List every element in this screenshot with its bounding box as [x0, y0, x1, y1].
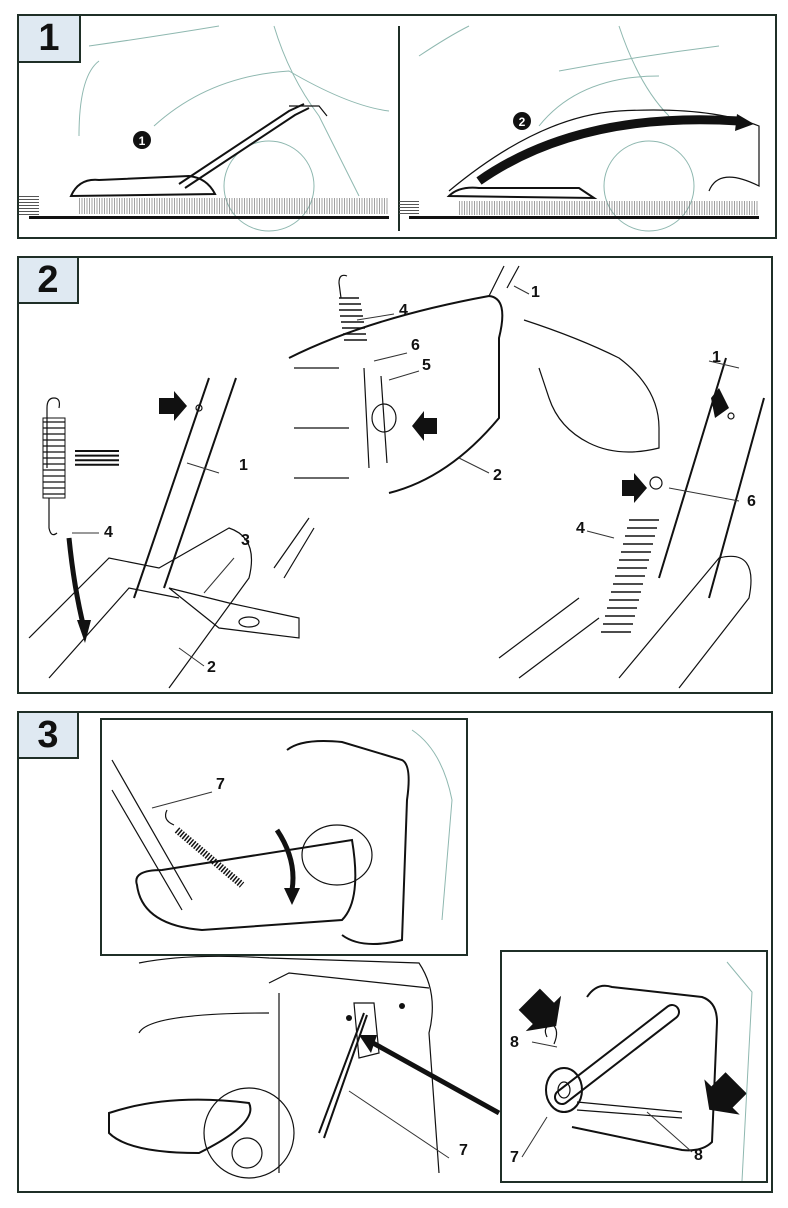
mounting-plate — [135, 838, 357, 932]
tractor-ghost-outline-2 — [418, 25, 720, 127]
callout-4-middle: 4 — [399, 302, 408, 319]
callout-2-middle: 2 — [493, 467, 502, 484]
spring-7 — [174, 827, 245, 888]
rod-7 — [318, 1012, 368, 1139]
handle-tube-left — [133, 377, 237, 599]
pin-5 — [363, 367, 388, 469]
callout-2-left: 2 — [207, 659, 216, 676]
handle-tube-middle — [488, 265, 520, 297]
step-2-label: 2 — [17, 256, 79, 304]
push-arrow-middle — [412, 411, 437, 441]
callout-7-inset-top: 7 — [216, 776, 225, 793]
subfigure-1-marker — [133, 131, 151, 149]
step-3-panel: 3 7 7 — [17, 711, 773, 1193]
callout-4-left: 4 — [104, 524, 113, 541]
push-arrow-left — [159, 391, 187, 421]
rear-wheel — [203, 1087, 295, 1179]
callout-3-left: 3 — [241, 532, 250, 549]
clippings-chute — [448, 109, 760, 192]
wood-board — [273, 517, 315, 579]
mower-grip — [289, 105, 328, 117]
spring-left — [42, 397, 119, 536]
callout-8-inset-right: 8 — [694, 1147, 703, 1164]
handle-bracket-right — [498, 555, 752, 689]
mower-body — [138, 955, 440, 1174]
pointer-arrow — [362, 1035, 501, 1116]
pin-8 — [576, 1101, 683, 1119]
callout-1-right: 1 — [712, 349, 721, 366]
callout-1-left: 1 — [239, 457, 248, 474]
spring-middle — [338, 274, 367, 341]
push-arrow-inset-right — [704, 1072, 747, 1115]
callout-7-main: 7 — [459, 1142, 468, 1159]
push-arrow-right — [622, 473, 647, 503]
callout-5-middle: 5 — [422, 357, 431, 374]
hook-arrow — [66, 537, 87, 629]
clip-6-right — [649, 476, 663, 490]
mower-deck-3 — [108, 1098, 252, 1155]
rear-flap — [286, 740, 410, 945]
tractor-wheel-ghost — [223, 140, 315, 232]
push-arrow-inset-left — [518, 988, 562, 1032]
tractor-ghost-outline — [78, 25, 390, 197]
clippings-flow-arrow — [476, 115, 740, 185]
inset-bottom-illustration — [518, 961, 753, 1181]
svg-text:2: 2 — [519, 115, 526, 129]
spring-right — [601, 519, 659, 633]
grass-right — [399, 201, 759, 219]
inset-top-illustration — [111, 729, 453, 945]
inset-top: 7 — [100, 718, 468, 956]
callout-6-right: 6 — [747, 493, 756, 510]
step-3-main-illustration — [108, 955, 501, 1179]
callout-1-middle: 1 — [531, 284, 540, 301]
clip-6 — [371, 403, 397, 433]
push-arrow-right-top — [711, 388, 729, 418]
rotate-arrow — [274, 828, 296, 891]
mower-deck-2 — [446, 186, 598, 200]
svg-text:1: 1 — [139, 134, 146, 148]
grass-left — [19, 196, 389, 219]
subfigure-2-marker — [513, 112, 531, 130]
callout-8-inset-left: 8 — [510, 1034, 519, 1051]
callout-6-middle: 6 — [411, 337, 420, 354]
handle-tube-right — [658, 357, 765, 599]
rod-eyelet — [545, 1067, 583, 1113]
rear-deflector — [288, 294, 504, 494]
callout-7-inset: 7 — [510, 1149, 519, 1166]
hand — [523, 319, 660, 453]
inset-bottom: 8 7 8 — [500, 950, 768, 1183]
handle-tube-7 — [111, 759, 193, 911]
step-2-illustration — [28, 265, 765, 689]
handle-bracket-left — [28, 527, 253, 689]
plate-wheel — [301, 824, 373, 886]
lever-3 — [168, 587, 300, 639]
callout-4-right: 4 — [576, 520, 585, 537]
flap-frame — [571, 984, 719, 1152]
step-1-panel: 1 1 2 — [17, 14, 777, 239]
mower-deck — [69, 174, 217, 198]
step-2-panel: 2 — [17, 256, 773, 694]
step-3-label: 3 — [17, 711, 79, 759]
step-1-illustration: 1 2 — [19, 25, 760, 232]
step-1-label: 1 — [17, 14, 81, 63]
deflector-ribs — [294, 367, 349, 479]
